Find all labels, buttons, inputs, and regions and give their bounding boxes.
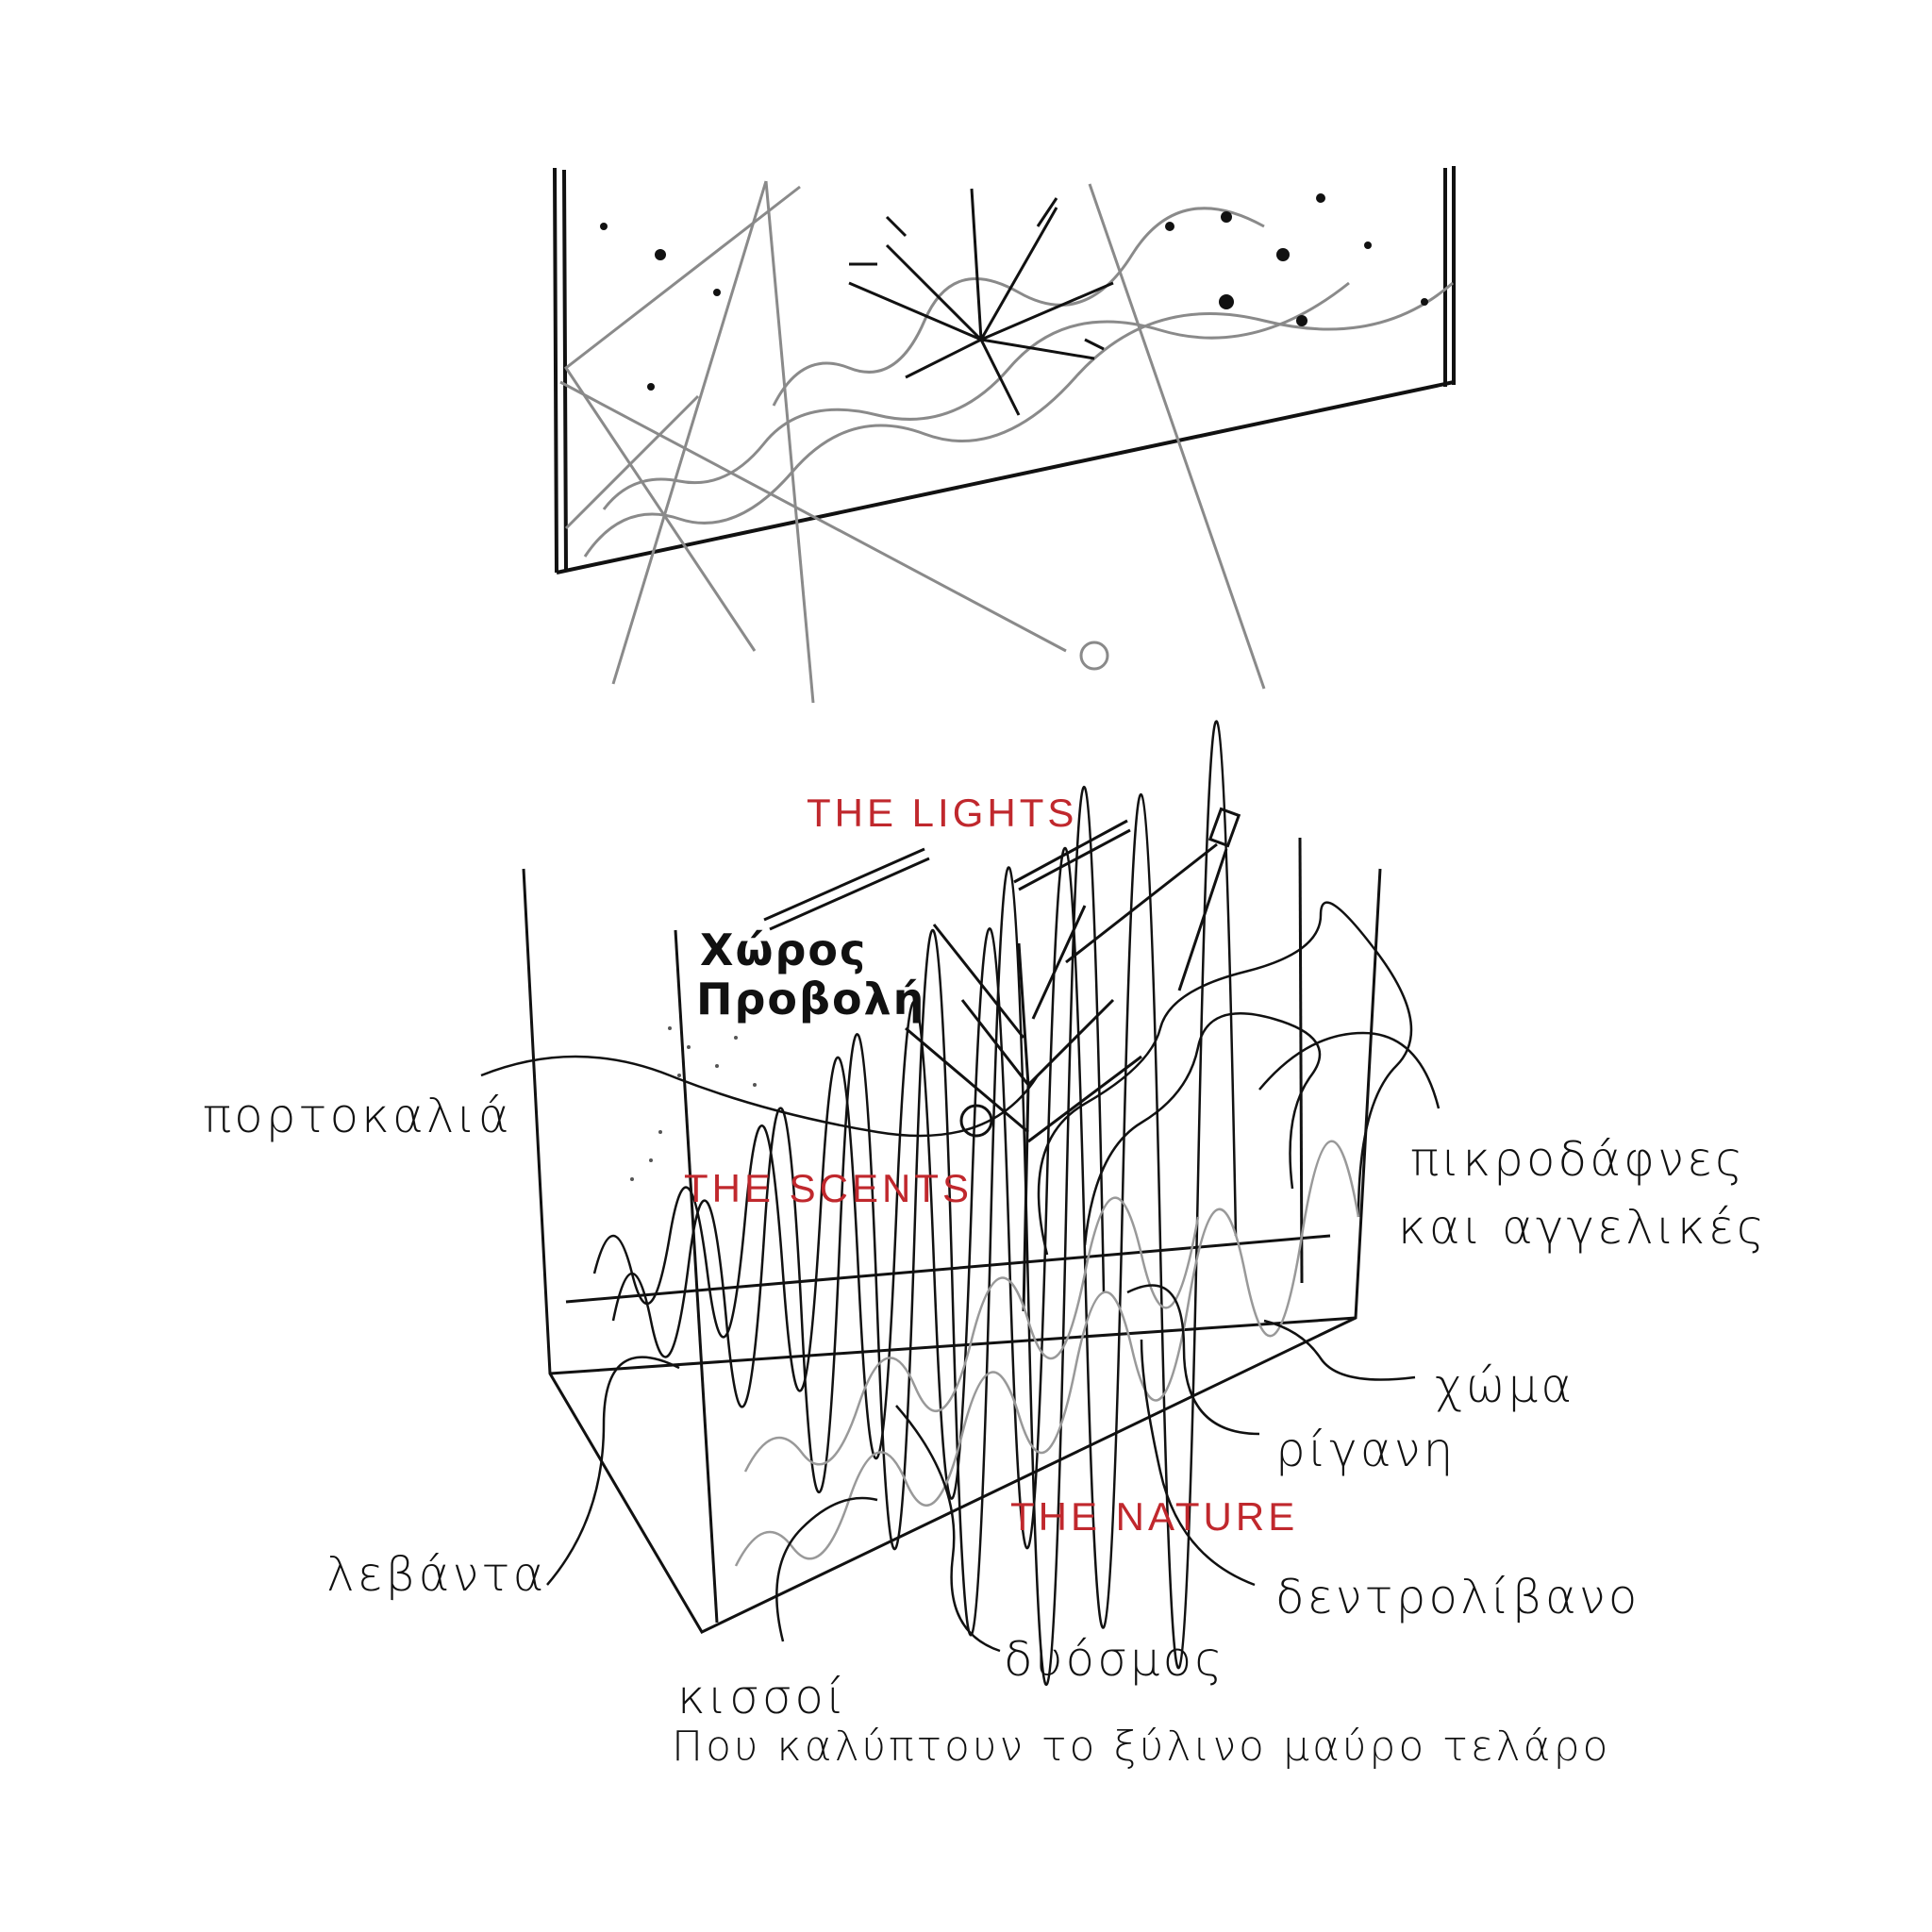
label-oleander-line1: πικροδάφνες [1410,1132,1746,1187]
projection-dots [630,1026,757,1181]
lights-fixtures [763,807,1241,991]
label-ivy: κισσοί [677,1670,848,1724]
label-ivy-note: Που καλύπτουν το ξύλινο μαύρο τελάρο [672,1723,1611,1771]
bottom-display-box [522,837,1382,1634]
label-oleander-line2: και αγγελικές [1398,1200,1768,1255]
label-soil: χώμα [1435,1358,1575,1413]
heading-lights: THE LIGHTS [807,791,1078,835]
plants-scribble [592,720,1413,1687]
label-projection-line1: Χώρος [700,924,868,975]
label-oregano: ρίγανη [1275,1423,1457,1477]
heading-nature: THE NATURE [1010,1494,1299,1539]
top-projection-lines [559,180,1454,704]
top-tree-scribble [848,188,1114,416]
label-rosemary: δεντρολίβανο [1275,1570,1641,1624]
leader-lines [480,1031,1441,1653]
label-lavender: λεβάντα [326,1547,547,1602]
top-speckles [600,193,1428,391]
heading-scents: THE SCENTS [684,1166,974,1210]
label-mint: δυόσμος [1004,1632,1225,1687]
soil-scribble [734,1140,1360,1567]
label-orange-tree: πορτοκαλιά [203,1089,512,1143]
top-display-box [553,166,1456,575]
label-projection-line2: Προβολή [696,974,926,1024]
